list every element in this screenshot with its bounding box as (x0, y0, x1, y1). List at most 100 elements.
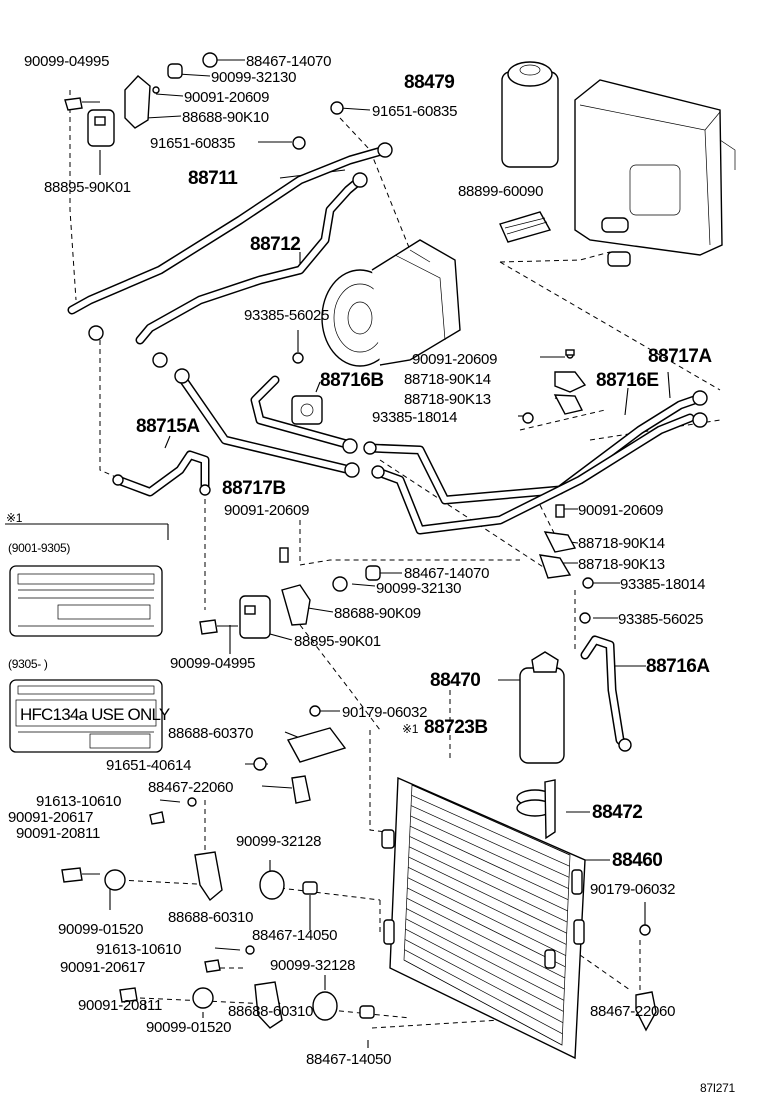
part-labels: 90099-04995 88467-14070 90099-32130 9009… (8, 53, 713, 1068)
condenser-fin (403, 959, 563, 1046)
label-88688-60370: 88688-60370 (168, 725, 253, 742)
label-90091-20811-top: 90091-20811 (16, 825, 100, 842)
label-88467-14070-top: 88467-14070 (246, 53, 331, 70)
label-88717B: 88717B (222, 478, 286, 499)
pad-88899-60090-icon (499, 211, 552, 243)
label-88472: 88472 (592, 802, 642, 823)
label-88467-14050-top: 88467-14050 (252, 927, 337, 944)
drier-88470-icon (519, 651, 565, 764)
label-88479: 88479 (404, 72, 454, 93)
label-91613-10610-low: 91613-10610 (96, 941, 181, 958)
mid-valves-clamps (291, 349, 587, 425)
label-90091-20609-mid: 90091-20609 (412, 351, 497, 368)
ref-note-box (5, 523, 169, 753)
range-9305: (9305- ) (8, 657, 48, 671)
condenser-fin (406, 897, 565, 979)
label-88467-14070-mid: 88467-14070 (404, 565, 489, 582)
condenser-fin (405, 918, 565, 1001)
label-93385-56025-top: 93385-56025 (244, 307, 329, 324)
label-88711: 88711 (188, 168, 238, 189)
label-90091-20811-low: 90091-20811 (78, 997, 162, 1014)
condenser-fin (409, 836, 568, 912)
label-88716E: 88716E (596, 370, 659, 391)
label-88718-90K14-low: 88718-90K14 (578, 535, 665, 552)
receiver-88479-icon (501, 61, 559, 168)
label-90179-06032-top: 90179-06032 (342, 704, 427, 721)
evaporator-unit-icon (574, 79, 736, 267)
label-88895-90K01-low: 88895-90K01 (294, 633, 381, 650)
condenser-fin (408, 867, 567, 945)
label-90091-20609-top: 90091-20609 (184, 89, 269, 106)
condenser-fin (409, 846, 568, 923)
label-88688-60310-low: 88688-60310 (228, 1003, 313, 1020)
label-88688-90K10: 88688-90K10 (182, 109, 269, 126)
condenser-fin (404, 949, 563, 1035)
label-88718-90K13-top: 88718-90K13 (404, 391, 491, 408)
label-plate-old (9, 565, 163, 637)
label-90091-20609-right: 90091-20609 (578, 502, 663, 519)
label-88716B: 88716B (320, 370, 384, 391)
hose-fittings (88, 142, 708, 752)
label-88467-14050-low: 88467-14050 (306, 1051, 391, 1068)
label-90099-01520-top: 90099-01520 (58, 921, 143, 938)
notes: ※1 (9001-9305) (9305- ) HFC134a USE ONLY… (6, 511, 736, 1095)
hfc134a-label: HFC134a USE ONLY (20, 705, 170, 724)
label-90099-04995-top: 90099-04995 (24, 53, 109, 70)
label-90099-01520-low: 90099-01520 (146, 1019, 231, 1036)
compressor-icon (321, 239, 461, 367)
condenser-88460-icon (381, 776, 586, 1060)
label-88718-90K13-low: 88718-90K13 (578, 556, 665, 573)
label-90099-32128-top: 90099-32128 (236, 833, 321, 850)
mid-right-small-parts (199, 504, 594, 639)
condenser-fin (411, 794, 570, 867)
label-91651-60835-right: 91651-60835 (372, 103, 457, 120)
label-88899-60090: 88899-60090 (458, 183, 543, 200)
hoses (67, 145, 705, 750)
label-88712: 88712 (250, 234, 300, 255)
label-90099-32130-mid: 90099-32130 (376, 580, 461, 597)
condenser-fin (408, 856, 567, 934)
label-93385-18014-low: 93385-18014 (620, 576, 705, 593)
label-93385-18014-top: 93385-18014 (372, 409, 457, 426)
label-90091-20609-low: 90091-20609 (224, 502, 309, 519)
label-88715A: 88715A (136, 416, 200, 437)
condenser-fin (410, 805, 570, 878)
label-91613-10610-top: 91613-10610 (36, 793, 121, 810)
label-90099-32128-low: 90099-32128 (270, 957, 355, 974)
label-88467-22060-left: 88467-22060 (148, 779, 233, 796)
label-88895-90K01-top: 88895-90K01 (44, 179, 131, 196)
range-9001-9305: (9001-9305) (8, 541, 70, 555)
condenser-fin (405, 928, 564, 1012)
label-88716A: 88716A (646, 656, 710, 677)
condenser-fin (404, 939, 564, 1023)
label-90179-06032-right: 90179-06032 (590, 881, 675, 898)
label-88717A: 88717A (648, 346, 712, 367)
label-88467-22060-right: 88467-22060 (590, 1003, 675, 1020)
label-88688-90K09: 88688-90K09 (334, 605, 421, 622)
label-90099-04995-low: 90099-04995 (170, 655, 255, 672)
figure-id: 87I271 (700, 1081, 736, 1095)
ref-mark-box: ※1 (6, 511, 23, 525)
label-90091-20617-top: 90091-20617 (8, 809, 93, 826)
label-93385-56025-low: 93385-56025 (618, 611, 703, 628)
condenser-fin (407, 877, 566, 956)
label-88718-90K14-top: 88718-90K14 (404, 371, 491, 388)
condenser-fin (406, 908, 565, 990)
label-90091-20617-low: 90091-20617 (60, 959, 145, 976)
label-88460: 88460 (612, 850, 662, 871)
bracket-88472-icon (516, 779, 556, 840)
condenser-fin (407, 887, 566, 968)
label-91651-60835-left: 91651-60835 (150, 135, 235, 152)
label-88688-60310-top: 88688-60310 (168, 909, 253, 926)
condenser-fin (410, 815, 569, 889)
ref-mark-88723b: ※1 (402, 722, 419, 736)
label-90099-32130-top: 90099-32130 (211, 69, 296, 86)
label-91651-40614: 91651-40614 (106, 757, 191, 774)
bottom-parts (61, 705, 657, 1032)
label-88723B: 88723B (424, 717, 488, 738)
top-left-small-parts (64, 52, 344, 150)
condenser-fin (409, 825, 569, 901)
condenser-fin (411, 784, 571, 856)
